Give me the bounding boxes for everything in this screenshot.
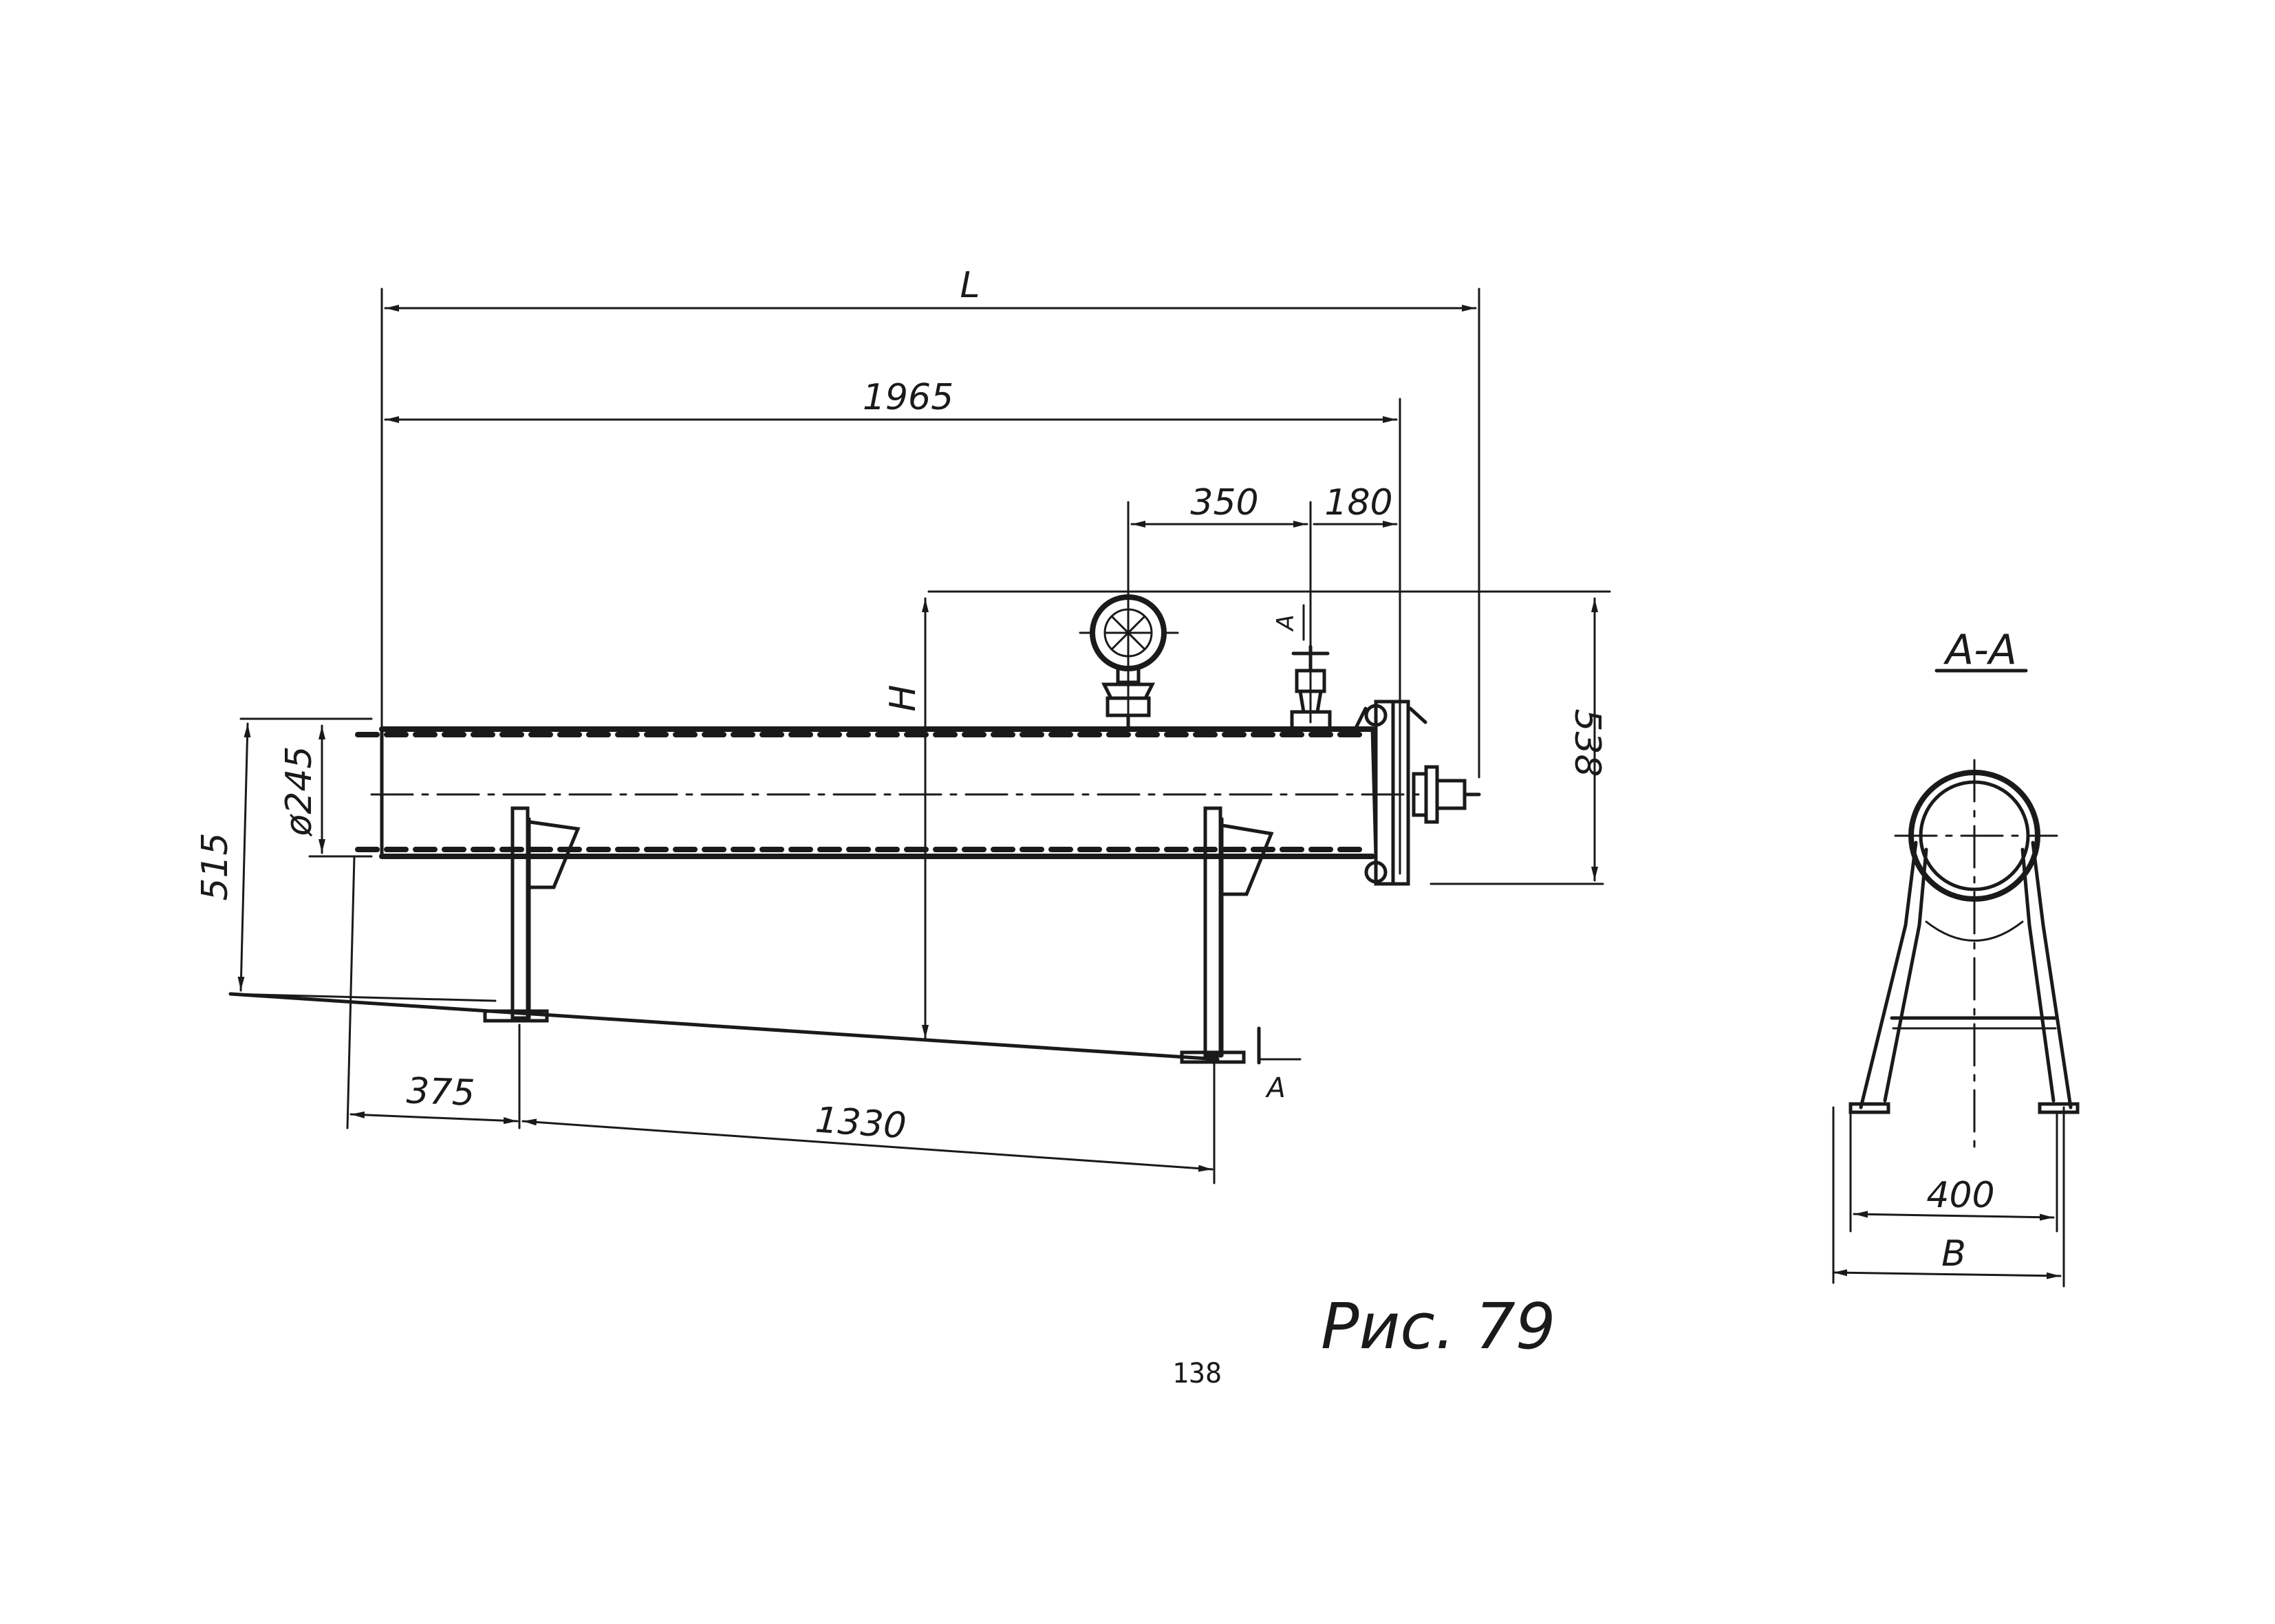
dimension-top-height: 538 (1566, 597, 1608, 882)
dimension-total-height: 515 (195, 722, 251, 992)
dimension-supports: 375 1330 (349, 1070, 1214, 1172)
dimension-pipe-diameter: ø245 (279, 724, 325, 854)
dim-label-400: 400 (1926, 1175, 1994, 1216)
dim-label-1965: 1965 (863, 377, 953, 418)
dim-label-350: 350 (1190, 482, 1258, 523)
dimension-body-length: 1965 (384, 377, 1398, 423)
section-view: А-А 400 B (1832, 626, 2080, 1288)
dim-label-d245: ø245 (279, 746, 320, 836)
dimension-gauge-valve: 350 180 (1130, 482, 1398, 528)
dim-label-L: L (960, 265, 980, 306)
side-view: L 1965 350 180 H 538 515 (195, 265, 1611, 1184)
section-legs (1848, 841, 2080, 1114)
dim-label-180: 180 (1324, 482, 1392, 523)
valve-icon: А (1272, 604, 1332, 731)
section-title: А-А (1943, 626, 2017, 674)
dim-label-H: H (883, 684, 924, 711)
end-flange (1352, 700, 1481, 886)
dim-label-B: B (1941, 1233, 1966, 1275)
ground-line (228, 992, 1220, 1061)
dim-label-375: 375 (406, 1070, 475, 1114)
cut-mark-bottom: А (1257, 1026, 1302, 1104)
support-left (483, 806, 581, 1023)
pressure-gauge-icon (1079, 594, 1179, 731)
vessel-body (355, 726, 1425, 859)
dim-label-1330: 1330 (814, 1099, 907, 1147)
dimension-height-H: H (883, 597, 929, 1040)
cut-mark-top: А (1272, 614, 1300, 631)
figure-caption: Рис. 79 (1321, 1290, 1555, 1363)
dim-label-538: 538 (1566, 708, 1608, 777)
dimension-overall-length: L (384, 265, 1477, 312)
cut-mark-bottom-label: А (1264, 1072, 1285, 1104)
support-right (1180, 806, 1274, 1064)
dim-label-515: 515 (195, 832, 236, 900)
page-number: 138 (1172, 1358, 1222, 1389)
extension-lines (229, 288, 1611, 1184)
